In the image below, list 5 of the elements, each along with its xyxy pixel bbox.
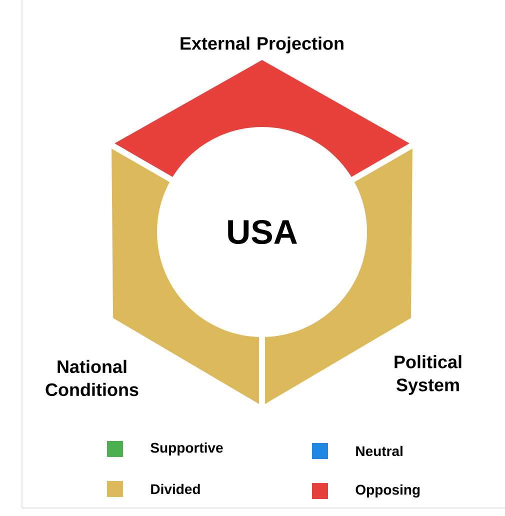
legend-label: Neutral [356,446,402,456]
legend-label: Opposing [356,484,420,498]
legend-label: Supportive [150,442,223,456]
node-label: External Projection [180,36,344,54]
legend-label: Divided [151,484,200,494]
